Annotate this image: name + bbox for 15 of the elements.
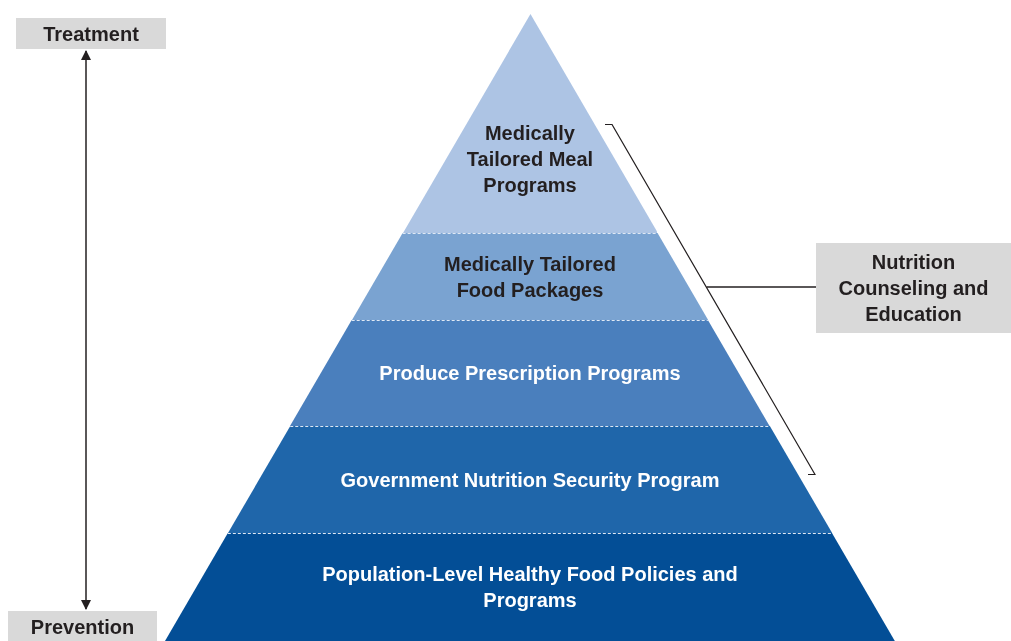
arrow [80, 49, 92, 611]
pyramid-tier [402, 14, 658, 233]
pyramid-tier [290, 320, 770, 426]
tier-label: Population-Level Healthy Food Policies and Programs [321, 562, 739, 613]
pyramid-tier [351, 233, 709, 320]
label-box: Treatment [16, 18, 166, 49]
label-box: Nutrition Counseling and Education [816, 243, 1011, 333]
tier-label: Medically Tailored Food Packages [443, 251, 617, 303]
label-box: Prevention [8, 611, 157, 641]
tier-label: Government Nutrition Security Program [339, 467, 721, 493]
tier-label: Produce Prescription Programs [378, 361, 682, 386]
pyramid-tier [227, 426, 833, 533]
leader-line [705, 286, 817, 288]
pyramid-tier [165, 533, 895, 641]
tier-label: Medically Tailored Meal Programs [465, 121, 595, 198]
